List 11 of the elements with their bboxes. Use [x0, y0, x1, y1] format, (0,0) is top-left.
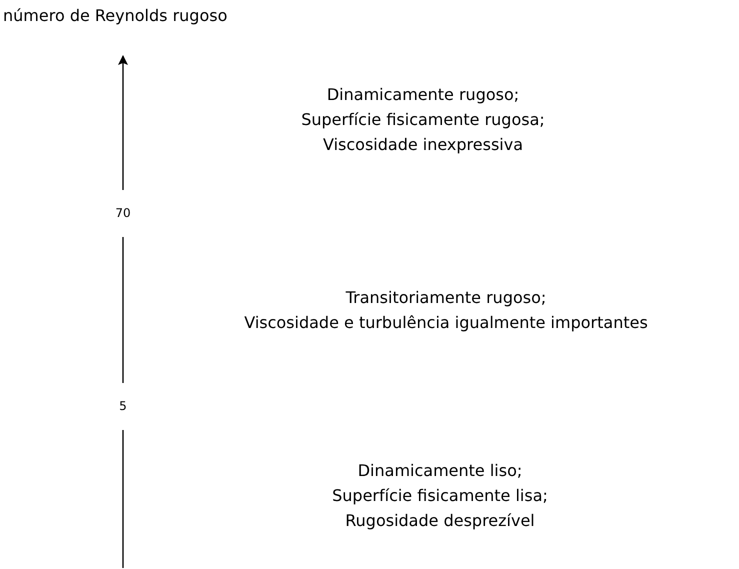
- tick-label: 5: [119, 399, 127, 413]
- region-description: Viscosidade inexpressiva: [322, 135, 524, 155]
- region-description: Transitoriamente rugoso;: [346, 288, 546, 308]
- region-description: Superfície fisicamente lisa;: [332, 486, 548, 506]
- region-description: Dinamicamente liso;: [358, 461, 522, 481]
- region-description: Viscosidade e turbulência igualmente importantes: [244, 313, 648, 333]
- tick-label: 70: [115, 206, 131, 220]
- region-description: Superfície fisicamente rugosa;: [301, 110, 545, 130]
- region-description: Rugosidade desprezível: [345, 511, 535, 531]
- region-description: Dinamicamente rugoso;: [326, 85, 520, 105]
- axis-label: número de Reynolds rugoso: [3, 6, 228, 26]
